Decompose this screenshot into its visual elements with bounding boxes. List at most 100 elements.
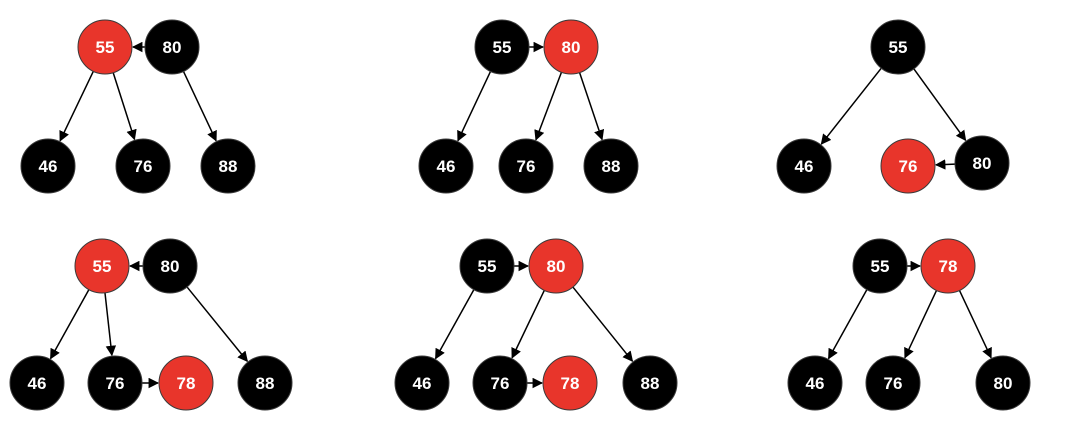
tree-1: 55 80 46 76 88	[20, 19, 256, 194]
tree-6-node-55: 55	[852, 238, 908, 294]
black-node-circle	[622, 355, 678, 411]
node-label: 76	[106, 374, 125, 393]
red-node-circle	[542, 355, 598, 411]
red-node-circle	[880, 138, 936, 194]
tree-5-node-76: 76	[472, 355, 528, 411]
tree-1-node-88: 88	[200, 138, 256, 194]
node-label: 80	[994, 374, 1013, 393]
tree-5-node-55: 55	[459, 238, 515, 294]
black-node-circle	[474, 19, 530, 75]
child-edge-arrow-5-3	[511, 290, 546, 359]
tree-4-node-88: 88	[237, 355, 293, 411]
black-node-circle	[865, 355, 921, 411]
black-node-circle	[394, 355, 450, 411]
child-edge-arrow-6-2	[827, 289, 868, 360]
node-label: 78	[939, 257, 958, 276]
node-label: 76	[134, 157, 153, 176]
sibling-link-arrow-3-3	[934, 159, 956, 170]
node-label: 46	[39, 157, 58, 176]
black-node-circle	[498, 138, 554, 194]
tree-4-node-78: 78	[158, 355, 214, 411]
node-label: 55	[871, 257, 890, 276]
black-node-circle	[459, 238, 515, 294]
node-label: 76	[899, 157, 918, 176]
black-node-circle	[776, 138, 832, 194]
black-node-circle	[87, 355, 143, 411]
tree-3-node-55: 55	[870, 19, 926, 75]
node-label: 88	[641, 374, 660, 393]
black-node-circle	[200, 138, 256, 194]
child-edge-arrow-2-2	[457, 71, 492, 142]
tree-2-node-46: 46	[418, 138, 474, 194]
tree-3: 55 46 76 80	[776, 19, 1010, 194]
red-node-circle	[77, 19, 133, 75]
node-label: 55	[889, 38, 908, 57]
node-label: 80	[973, 154, 992, 173]
node-label: 80	[161, 257, 180, 276]
node-label: 46	[437, 157, 456, 176]
black-node-circle	[870, 19, 926, 75]
node-label: 78	[561, 374, 580, 393]
tree-5-node-88: 88	[622, 355, 678, 411]
child-edge-arrow-6-3	[904, 290, 938, 359]
node-label: 80	[163, 38, 182, 57]
child-edge-arrow-2-3	[534, 71, 563, 141]
tree-4-node-46: 46	[9, 355, 65, 411]
black-node-circle	[787, 355, 843, 411]
tree-1-node-80: 80	[144, 19, 200, 75]
node-label: 55	[478, 257, 497, 276]
child-edge-arrow-1-2	[59, 71, 95, 142]
child-edge-arrow-5-5	[572, 286, 634, 362]
child-edge-arrow-2-4	[578, 72, 605, 141]
tree-4-node-80: 80	[142, 238, 198, 294]
tree-1-node-46: 46	[20, 138, 76, 194]
node-label: 76	[517, 157, 536, 176]
child-edge-arrow-4-5	[186, 286, 249, 363]
child-edge-arrow-1-4	[182, 71, 217, 142]
tree-3-node-80: 80	[954, 135, 1010, 191]
node-label: 80	[547, 257, 566, 276]
tree-6-node-76: 76	[865, 355, 921, 411]
tree-5-node-80: 80	[528, 238, 584, 294]
tree-1-node-76: 76	[115, 138, 171, 194]
tree-5: 55 80 46 76 78 88	[394, 238, 678, 411]
tree-6-node-46: 46	[787, 355, 843, 411]
tree-5-node-78: 78	[542, 355, 598, 411]
child-edge-arrow-4-2	[49, 289, 90, 360]
node-label: 80	[562, 38, 581, 57]
black-node-circle	[975, 355, 1031, 411]
tree-3-node-76: 76	[880, 138, 936, 194]
tree-1-node-55: 55	[77, 19, 133, 75]
node-label: 88	[219, 157, 238, 176]
tree-6: 55 78 46 76 80	[787, 238, 1031, 411]
black-node-circle	[115, 138, 171, 194]
black-node-circle	[472, 355, 528, 411]
node-label: 76	[884, 374, 903, 393]
tree-2-node-76: 76	[498, 138, 554, 194]
tree-6-node-80: 80	[975, 355, 1031, 411]
node-label: 76	[491, 374, 510, 393]
child-edge-arrow-3-2	[913, 68, 967, 142]
node-label: 88	[256, 374, 275, 393]
tree-4-node-76: 76	[87, 355, 143, 411]
black-node-circle	[144, 19, 200, 75]
red-node-circle	[74, 238, 130, 294]
child-edge-arrow-4-3	[104, 292, 117, 357]
node-label: 46	[795, 157, 814, 176]
black-node-circle	[142, 238, 198, 294]
child-edge-arrow-5-2	[434, 289, 475, 360]
tree-2-node-80: 80	[543, 19, 599, 75]
black-node-circle	[954, 135, 1010, 191]
tree-5-node-46: 46	[394, 355, 450, 411]
node-label: 55	[493, 38, 512, 57]
child-edge-arrow-3-1	[820, 67, 882, 145]
black-node-circle	[9, 355, 65, 411]
child-edge-arrow-6-4	[958, 290, 992, 359]
node-label: 78	[177, 374, 196, 393]
black-node-circle	[583, 138, 639, 194]
red-node-circle	[528, 238, 584, 294]
red-node-circle	[920, 238, 976, 294]
